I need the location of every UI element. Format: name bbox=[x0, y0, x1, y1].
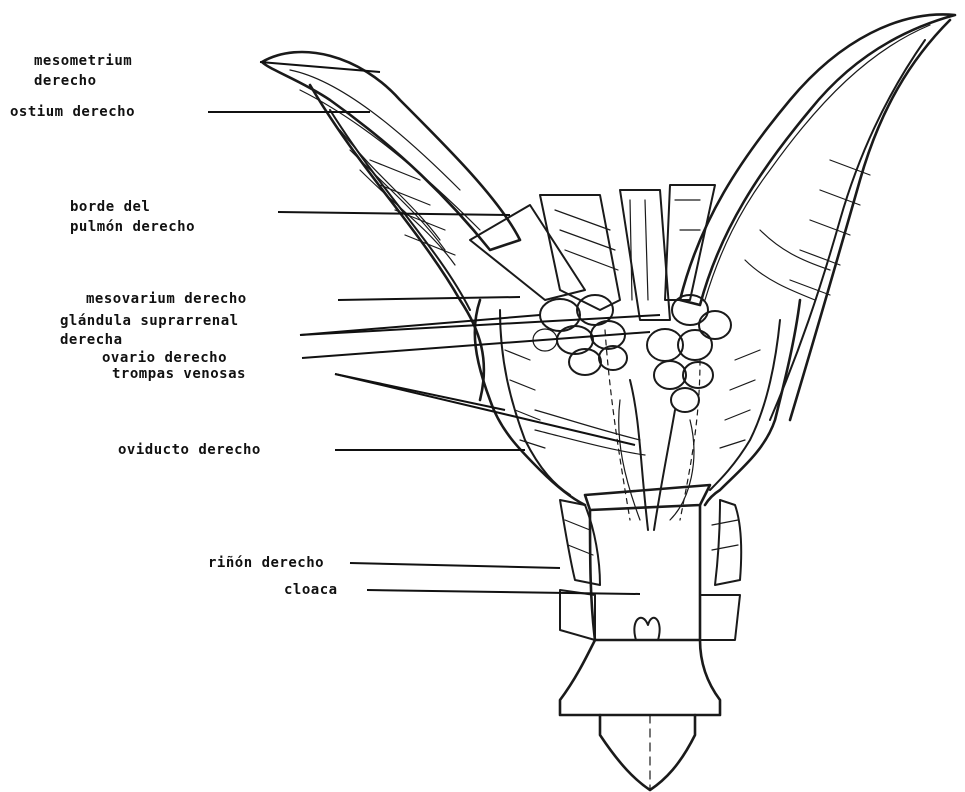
cloaca-block bbox=[560, 485, 740, 790]
label-oviducto: oviducto derecho bbox=[118, 441, 261, 459]
label-borde-1: borde del bbox=[70, 198, 150, 216]
label-trompas: trompas venosas bbox=[112, 365, 246, 383]
label-ostium: ostium derecho bbox=[10, 103, 135, 121]
label-glandula-2: derecha bbox=[60, 331, 123, 349]
label-mesometrium-2: derecho bbox=[34, 72, 97, 90]
right-ovary bbox=[647, 295, 731, 412]
kidneys bbox=[560, 500, 741, 585]
label-mesometrium-1: mesometrium bbox=[34, 52, 132, 70]
left-horn bbox=[262, 52, 520, 400]
label-mesovarium: mesovarium derecho bbox=[86, 290, 247, 308]
label-rinon: riñón derecho bbox=[208, 554, 324, 572]
label-glandula-1: glándula suprarrenal bbox=[60, 312, 239, 330]
label-cloaca: cloaca bbox=[284, 581, 338, 599]
label-borde-2: pulmón derecho bbox=[70, 218, 195, 236]
body-outline bbox=[475, 300, 800, 505]
right-horn bbox=[680, 14, 955, 420]
